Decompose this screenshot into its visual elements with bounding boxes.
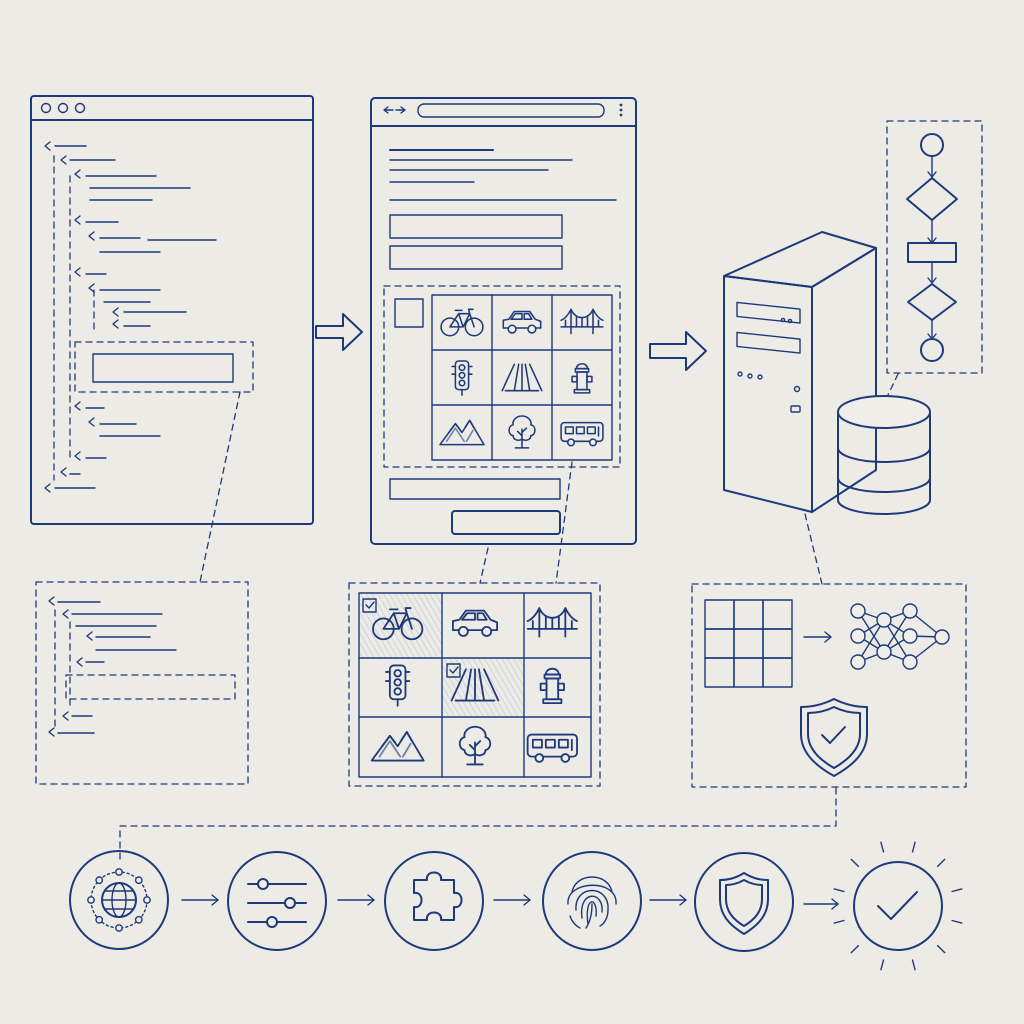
arrow-right-icon — [315, 313, 363, 351]
mountain-icon — [439, 419, 485, 446]
window-dot-icon — [74, 102, 86, 114]
sliders-icon — [227, 851, 327, 951]
captcha-grid — [431, 294, 613, 461]
server-tower-icon — [723, 231, 877, 513]
arrow-right-icon — [337, 894, 375, 906]
pixel-grid-icon — [704, 599, 793, 688]
input-field-placeholder — [92, 353, 234, 383]
neuron-node — [876, 612, 892, 628]
browser-window — [370, 97, 637, 545]
selected-tile — [442, 658, 524, 717]
code-detail-panel — [35, 581, 249, 785]
captcha-region — [383, 285, 621, 468]
arrow-right-icon — [649, 894, 687, 906]
arrow-right-icon — [649, 331, 707, 371]
highlighted-code-block — [74, 341, 254, 393]
globe-network-icon — [69, 850, 169, 950]
tree-icon — [508, 415, 536, 449]
fire-hydrant-icon — [539, 667, 565, 705]
neuron-node — [876, 644, 892, 660]
pixel-cell — [704, 657, 735, 688]
window-dot-icon — [40, 102, 52, 114]
pixel-cell — [733, 657, 764, 688]
form-field — [389, 214, 563, 239]
address-bar — [417, 103, 605, 118]
neuron-node — [934, 629, 950, 645]
bicycle-icon — [440, 308, 484, 337]
checked-box-icon — [362, 598, 377, 613]
arrow-right-icon — [493, 894, 531, 906]
code-lines — [44, 141, 217, 493]
checkmark-badge-icon — [833, 841, 963, 971]
neuron-node — [902, 628, 918, 644]
arrow-right-icon — [181, 894, 219, 906]
puzzle-piece-icon — [384, 851, 484, 951]
bus-icon — [526, 733, 578, 763]
analysis-detail-panel — [691, 583, 967, 788]
shield-check-icon — [800, 698, 868, 777]
neuron-node — [902, 654, 918, 670]
kebab-menu-icon — [619, 103, 623, 117]
neuron-node — [902, 603, 918, 619]
shield-icon — [694, 852, 794, 952]
verification-pipeline — [69, 841, 963, 971]
bicycle-icon — [372, 607, 424, 641]
road-icon — [501, 363, 543, 392]
fingerprint-icon — [542, 851, 642, 951]
bus-icon — [560, 421, 604, 447]
arrows-left-right-icon — [383, 106, 406, 114]
pixel-cell — [762, 657, 793, 688]
arrow-right-icon — [803, 898, 839, 910]
database-cylinder-icon — [837, 395, 931, 515]
captcha-detail-panel — [348, 582, 601, 787]
form-field — [389, 245, 563, 270]
neural-network-icon — [850, 603, 950, 670]
bridge-icon — [526, 607, 578, 638]
neuron-node — [850, 628, 866, 644]
neuron-node — [850, 603, 866, 619]
code-editor-window — [30, 95, 314, 525]
tree-icon — [458, 725, 492, 766]
form-field — [389, 478, 561, 500]
car-icon — [502, 310, 542, 334]
traffic-light-icon — [385, 664, 411, 707]
pixel-cell — [733, 628, 764, 659]
window-dot-icon — [57, 102, 69, 114]
mountain-icon — [370, 731, 425, 762]
traffic-light-icon — [451, 360, 473, 396]
submit-button-sketch — [451, 510, 561, 535]
pixel-cell — [704, 599, 735, 630]
road-icon — [450, 668, 500, 702]
neuron-node — [850, 654, 866, 670]
flowchart-icon — [886, 120, 983, 374]
car-icon — [451, 609, 499, 637]
pixel-cell — [762, 599, 793, 630]
captcha-checkbox — [394, 298, 424, 328]
bridge-icon — [560, 308, 604, 335]
fire-hydrant-icon — [571, 362, 593, 394]
arrow-right-icon — [803, 631, 832, 643]
pixel-cell — [704, 628, 735, 659]
pixel-cell — [733, 599, 764, 630]
pixel-cell — [762, 628, 793, 659]
checked-box-icon — [446, 663, 461, 678]
